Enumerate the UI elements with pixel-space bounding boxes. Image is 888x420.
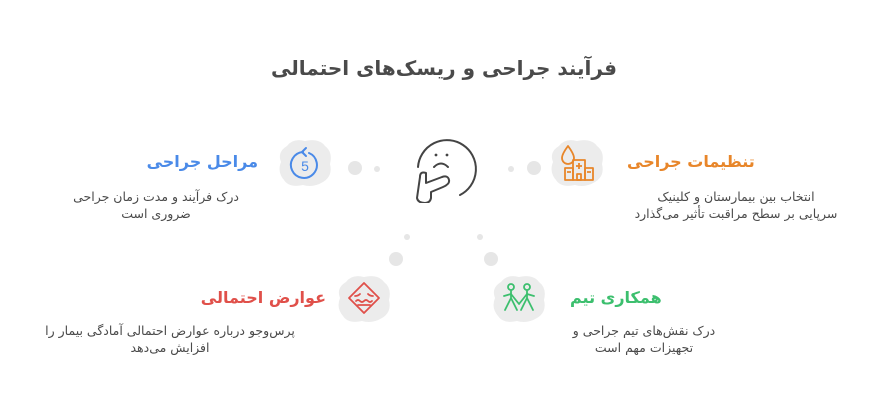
complications-heading: عوارض احتمالی <box>200 288 326 307</box>
hospital-blood-drop-icon <box>559 144 595 182</box>
connector-dot <box>527 161 541 175</box>
complications-icon-bubble <box>336 274 392 324</box>
surgery-stages-description: درک فرآیند و مدت زمان جراحی ضروری است <box>56 188 256 222</box>
thinking-face-icon <box>410 133 480 204</box>
complications-description: پرس‌وجو درباره عوارض احتمالی آمادگی بیما… <box>20 322 320 356</box>
number-5-cycle-icon: 5 <box>289 146 321 180</box>
page-title: فرآیند جراحی و ریسک‌های احتمالی <box>271 56 617 80</box>
team-collaboration-heading: همکاری تیم <box>570 288 662 307</box>
connector-dot <box>477 234 483 240</box>
team-collaboration-icon-bubble <box>491 274 547 324</box>
surgery-stages-icon-bubble: 5 <box>277 138 333 188</box>
connector-dot <box>348 161 362 175</box>
surgery-settings-icon-bubble <box>549 138 605 188</box>
complications-description-line1: پرس‌وجو درباره عوارض احتمالی آمادگی بیما… <box>45 323 295 338</box>
surgery-settings-description-line1: انتخاب بین بیمارستان و کلینیک <box>657 189 815 204</box>
team-collaboration-description-line1: درک نقش‌های تیم جراحی و <box>572 323 716 338</box>
connector-dot <box>484 252 498 266</box>
warning-diamond-face-icon <box>347 281 381 315</box>
connector-dot <box>389 252 403 266</box>
team-collaboration-description-line2: تجهیزات مهم است <box>594 340 694 355</box>
team-people-icon <box>501 282 537 314</box>
connector-dot <box>404 234 410 240</box>
connector-dot <box>508 166 514 172</box>
surgery-settings-description: انتخاب بین بیمارستان و کلینیک سرپایی بر … <box>618 188 854 222</box>
complications-description-line2: افزایش می‌دهد <box>130 340 210 355</box>
surgery-stages-description-line1: درک فرآیند و مدت زمان جراحی <box>73 189 239 204</box>
surgery-stages-heading: مراحل جراحی <box>146 152 258 171</box>
connector-dot <box>374 166 380 172</box>
surgery-settings-description-line2: سرپایی بر سطح مراقبت تأثیر می‌گذارد <box>634 206 838 221</box>
svg-text:5: 5 <box>301 158 309 174</box>
surgery-settings-heading: تنظیمات جراحی <box>627 152 755 171</box>
team-collaboration-description: درک نقش‌های تیم جراحی و تجهیزات مهم است <box>554 322 734 356</box>
surgery-stages-description-line2: ضروری است <box>121 206 191 221</box>
